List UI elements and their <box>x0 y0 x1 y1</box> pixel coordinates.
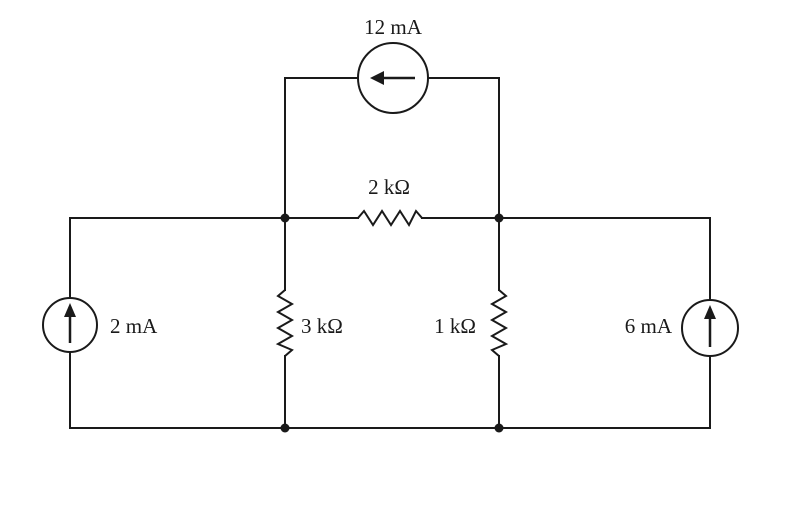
label-6ma: 6 mA <box>625 314 673 338</box>
wire-top-loop-left <box>284 77 359 219</box>
wire-left-top <box>69 217 286 299</box>
resistor-2k <box>357 209 423 228</box>
current-source-2ma <box>42 297 98 353</box>
wire-right-top <box>498 217 711 301</box>
wire-left-bottom <box>69 351 286 429</box>
node-top-left <box>280 213 290 223</box>
label-12ma: 12 mA <box>364 15 423 39</box>
resistor-3k <box>275 289 295 357</box>
wire-top-loop-right <box>427 77 500 219</box>
node-bottom-left <box>280 423 290 433</box>
junction-nodes <box>280 213 504 433</box>
node-bottom-right <box>494 423 504 433</box>
label-1k: 1 kΩ <box>434 314 476 338</box>
label-2k: 2 kΩ <box>368 175 410 199</box>
current-source-12ma <box>357 42 429 114</box>
node-top-right <box>494 213 504 223</box>
label-3k: 3 kΩ <box>301 314 343 338</box>
wires <box>69 77 711 429</box>
wire-right-bottom <box>498 355 711 429</box>
resistor-1k <box>489 289 509 357</box>
label-2ma: 2 mA <box>110 314 158 338</box>
current-source-6ma <box>681 299 739 357</box>
